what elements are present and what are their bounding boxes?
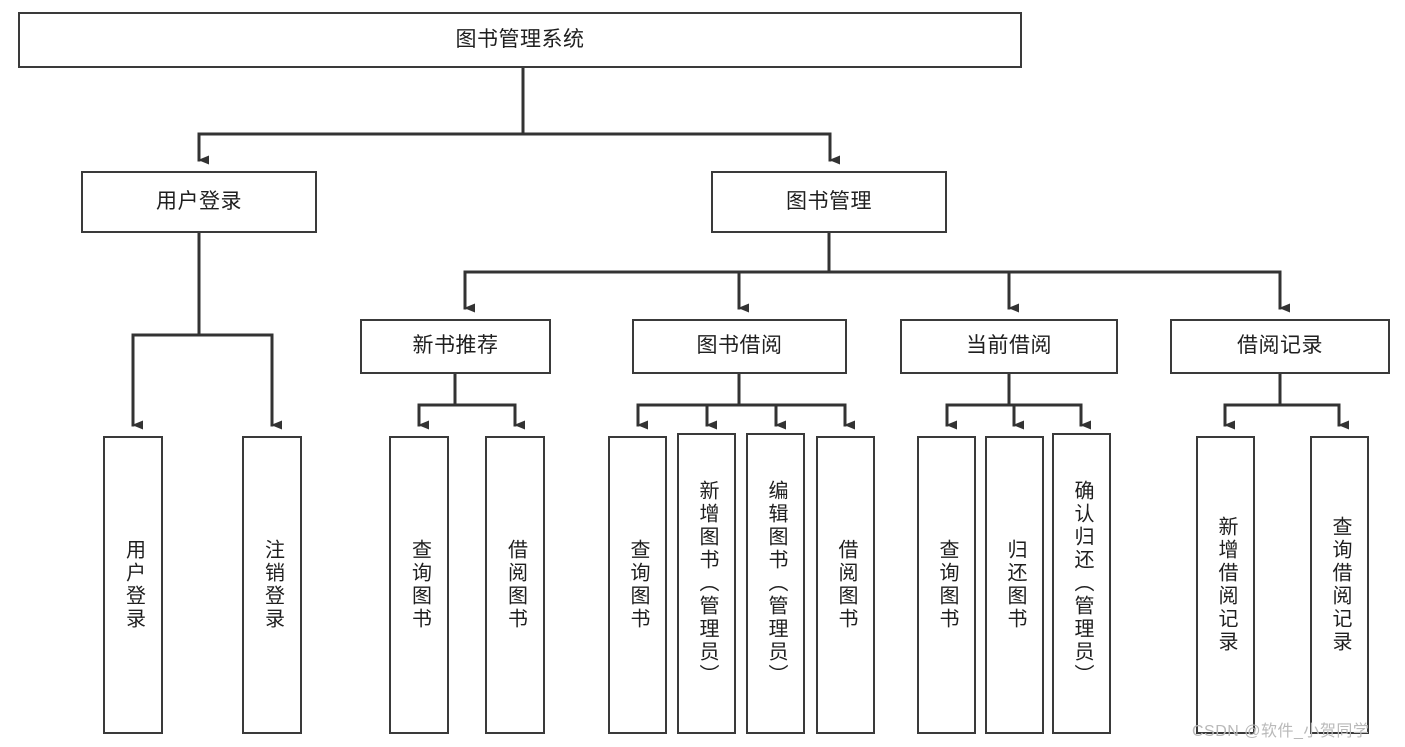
node-leaf-return-book[interactable]: 归还图书 [985, 436, 1044, 734]
node-leaf-borrow-book-1[interactable]: 借阅图书 [485, 436, 545, 734]
node-root-label: 图书管理系统 [455, 27, 585, 51]
node-leaf-borrow-book-2[interactable]: 借阅图书 [816, 436, 875, 734]
node-leaf-query-book-2-label: 查询图书 [627, 539, 649, 631]
node-user-login-label: 用户登录 [156, 189, 242, 213]
node-leaf-confirm-return-admin-label: 确认归还（管理员） [1071, 480, 1093, 687]
node-new-book-recommend-label: 新书推荐 [412, 334, 499, 358]
node-leaf-query-book-1-label: 查询图书 [408, 539, 431, 631]
node-leaf-query-book-3[interactable]: 查询图书 [917, 436, 976, 734]
node-borrow-record-label: 借阅记录 [1237, 334, 1323, 358]
node-new-book-recommend[interactable]: 新书推荐 [360, 319, 551, 374]
node-current-borrow[interactable]: 当前借阅 [900, 319, 1118, 374]
node-leaf-borrow-book-2-label: 借阅图书 [835, 539, 857, 631]
node-leaf-query-book-3-label: 查询图书 [936, 539, 958, 631]
node-book-borrow[interactable]: 图书借阅 [632, 319, 847, 374]
node-leaf-user-logout[interactable]: 注销登录 [242, 436, 302, 734]
node-leaf-return-book-label: 归还图书 [1004, 539, 1026, 631]
node-user-login[interactable]: 用户登录 [81, 171, 317, 233]
node-book-manage[interactable]: 图书管理 [711, 171, 947, 233]
node-current-borrow-label: 当前借阅 [966, 334, 1052, 358]
node-leaf-add-book-admin[interactable]: 新增图书（管理员） [677, 433, 736, 734]
node-leaf-add-book-admin-label: 新增图书（管理员） [696, 480, 718, 687]
node-leaf-user-login[interactable]: 用户登录 [103, 436, 163, 734]
node-leaf-query-book-1[interactable]: 查询图书 [389, 436, 449, 734]
node-leaf-add-borrow-record-label: 新增借阅记录 [1215, 516, 1237, 654]
node-leaf-query-borrow-record[interactable]: 查询借阅记录 [1310, 436, 1369, 734]
csdn-watermark: CSDN @软件_小贺同学 [1192, 723, 1370, 740]
node-borrow-record[interactable]: 借阅记录 [1170, 319, 1390, 374]
node-leaf-borrow-book-1-label: 借阅图书 [504, 539, 527, 631]
node-leaf-confirm-return-admin[interactable]: 确认归还（管理员） [1052, 433, 1111, 734]
node-leaf-query-borrow-record-label: 查询借阅记录 [1329, 516, 1351, 654]
node-leaf-add-borrow-record[interactable]: 新增借阅记录 [1196, 436, 1255, 734]
node-book-borrow-label: 图书借阅 [696, 334, 783, 358]
node-leaf-query-book-2[interactable]: 查询图书 [608, 436, 667, 734]
node-root[interactable]: 图书管理系统 [18, 12, 1022, 68]
node-leaf-edit-book-admin-label: 编辑图书（管理员） [765, 480, 787, 687]
node-book-manage-label: 图书管理 [786, 189, 872, 213]
node-leaf-user-logout-label: 注销登录 [261, 539, 284, 631]
node-leaf-edit-book-admin[interactable]: 编辑图书（管理员） [746, 433, 805, 734]
node-leaf-user-login-label: 用户登录 [122, 539, 145, 631]
